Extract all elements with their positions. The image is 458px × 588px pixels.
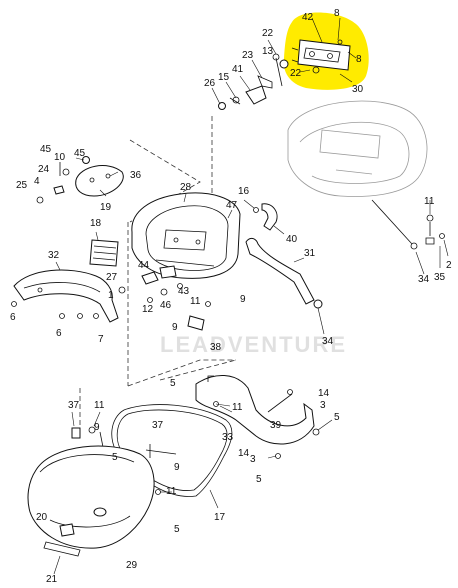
assembly-line [127, 359, 236, 387]
callout-8: 8 [334, 8, 340, 19]
support-rod-right [371, 199, 413, 245]
callout-35: 35 [434, 272, 446, 283]
callout-5: 37 [68, 400, 80, 411]
callout-31: 31 [304, 248, 316, 259]
callout-17: 17 [214, 512, 226, 523]
bolt-right-11 [425, 222, 435, 245]
latch-hardware [118, 265, 211, 331]
callout-42: 42 [302, 12, 314, 23]
callout-22: 22 [262, 28, 274, 39]
callout-36: 36 [130, 170, 142, 181]
callout-11: 9 [94, 422, 100, 433]
callout-9: 5 [112, 452, 118, 463]
callout-1: 1 [108, 290, 114, 301]
callout-37: 11 [94, 400, 105, 411]
callout-44: 44 [138, 260, 150, 271]
callout-15: 15 [218, 72, 230, 83]
watermark: LEADVENTURE [160, 332, 347, 357]
callout-9: 9 [172, 322, 178, 333]
callout-6: 6 [10, 312, 16, 323]
lock-key-rod [43, 541, 81, 557]
callout-32: 32 [48, 250, 60, 261]
callout-26: 26 [204, 78, 216, 89]
callout-24: 24 [38, 164, 50, 175]
assembly-line [129, 139, 201, 223]
callout-37: 37 [152, 420, 164, 431]
callout-3: 3 [320, 400, 326, 411]
leader-lines [53, 17, 449, 575]
saddlebag-reference-outline [287, 100, 428, 197]
callout-6: 6 [56, 328, 62, 339]
callout-5: 5 [256, 474, 262, 485]
mounting-bracket [195, 375, 320, 459]
callout-5: 5 [334, 412, 340, 423]
callout-23: 23 [242, 50, 254, 61]
callout-38: 38 [210, 342, 222, 353]
callout-27: 27 [106, 272, 118, 283]
callout-3: 3 [250, 454, 256, 465]
callout-4: 4 [34, 176, 40, 187]
callout-19: 19 [100, 202, 112, 213]
callout-21: 21 [46, 574, 58, 585]
inner-liner-tray [131, 192, 241, 279]
callout-18: 18 [90, 218, 102, 229]
callout-43: 43 [178, 286, 190, 297]
callout-33: 33 [222, 432, 234, 443]
callout-2: 2 [446, 260, 452, 271]
callout-5: 5 [174, 524, 180, 535]
callout-40: 40 [286, 234, 298, 245]
callout-47: 47 [226, 200, 238, 211]
callout-11: 11 [424, 196, 435, 207]
callout-22: 22 [290, 68, 302, 79]
callout-13: 13 [262, 46, 274, 57]
callout-34: 34 [418, 274, 430, 285]
callout-45: 45 [74, 148, 86, 159]
callout-41: 41 [232, 64, 244, 75]
hinge-bracket-plate [291, 39, 351, 74]
callout-labels: 42 8 8 22 22 13 23 41 15 26 30 45 45 10 … [10, 8, 452, 585]
hardware-top-middle [218, 53, 289, 110]
callout-10: 10 [54, 152, 66, 163]
callout-8: 8 [356, 54, 362, 65]
callout-45: 45 [40, 144, 52, 155]
callout-39: 39 [270, 420, 282, 431]
callout-7: 7 [98, 334, 104, 345]
callout-9: 9 [174, 462, 180, 473]
hardware-left-top [36, 156, 124, 204]
callout-34: 34 [322, 336, 334, 347]
callout-30: 30 [352, 84, 364, 95]
callout-20: 20 [36, 512, 48, 523]
callout-11: 11 [190, 296, 201, 307]
callout-12: 12 [142, 304, 154, 315]
callout-11: 11 [166, 486, 177, 497]
callout-5: 5 [170, 378, 176, 389]
callout-29: 29 [126, 560, 138, 571]
guard-rail [11, 269, 119, 323]
callout-28: 28 [180, 182, 192, 193]
callout-16: 16 [238, 186, 250, 197]
callout-25: 25 [16, 180, 28, 191]
callout-14: 14 [318, 388, 330, 399]
saddlebag-main [27, 445, 161, 557]
callout-14: 14 [238, 448, 250, 459]
reflector-plate [89, 239, 119, 267]
callout-9: 9 [240, 294, 246, 305]
callout-46: 46 [160, 300, 172, 311]
assembly-line [159, 359, 237, 381]
callout-11: 11 [232, 402, 243, 413]
